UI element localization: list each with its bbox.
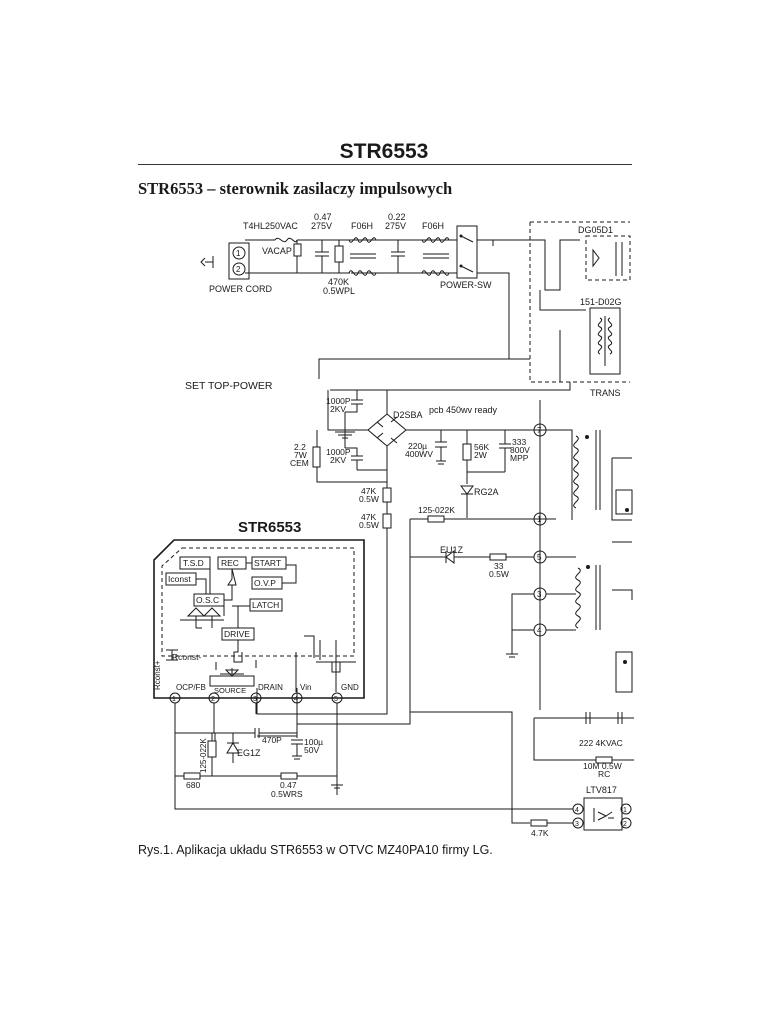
svg-text:POWER-SW: POWER-SW xyxy=(440,280,492,290)
svg-text:1000P: 1000P xyxy=(326,447,351,457)
svg-text:56K: 56K xyxy=(474,442,489,452)
svg-text:1: 1 xyxy=(172,696,176,703)
svg-text:7: 7 xyxy=(537,426,542,435)
power-cord-connector xyxy=(228,242,250,280)
svg-text:50V: 50V xyxy=(304,745,319,755)
title-rule xyxy=(138,164,632,165)
choke-2: F06H xyxy=(421,221,450,276)
svg-text:2.2: 2.2 xyxy=(294,442,306,452)
svg-text:4: 4 xyxy=(294,696,298,703)
svg-text:TRANS: TRANS xyxy=(590,388,621,398)
svg-text:D2SBA: D2SBA xyxy=(393,410,423,420)
svg-text:LTV817: LTV817 xyxy=(586,785,617,795)
svg-text:EG1Z: EG1Z xyxy=(237,748,261,758)
svg-text:F06H: F06H xyxy=(351,221,373,231)
svg-text:680: 680 xyxy=(186,780,200,790)
svg-text:EU1Z: EU1Z xyxy=(440,545,464,555)
svg-text:1: 1 xyxy=(537,515,542,524)
svg-text:SOURCE: SOURCE xyxy=(214,686,246,695)
fuse-label: T4HL250VAC xyxy=(243,221,298,231)
svg-text:275V: 275V xyxy=(385,221,406,231)
svg-text:5: 5 xyxy=(537,553,542,562)
fuse-symbol: T4HL250VAC xyxy=(243,221,298,243)
ic-str6553: T.S.D REC START Iconst O.V.P O.S.C LATCH… xyxy=(153,539,365,704)
svg-text:7W: 7W xyxy=(294,450,307,460)
svg-text:DRAIN: DRAIN xyxy=(258,683,283,692)
power-cord: 1 2 POWER CORD xyxy=(200,242,273,294)
svg-text:0.5W: 0.5W xyxy=(359,494,379,504)
svg-text:47K: 47K xyxy=(361,512,376,522)
page-title: STR6553 xyxy=(339,140,429,163)
svg-text:3: 3 xyxy=(253,696,257,703)
svg-text:0.47: 0.47 xyxy=(280,780,297,790)
svg-text:F06H: F06H xyxy=(422,221,444,231)
power-cord-label: POWER CORD xyxy=(209,284,273,294)
svg-text:RC: RC xyxy=(598,769,610,779)
power-switch: POWER-SW xyxy=(440,225,492,290)
svg-text:47K: 47K xyxy=(361,486,376,496)
svg-text:800V: 800V xyxy=(510,445,530,455)
svg-text:151-D02G: 151-D02G xyxy=(580,297,622,307)
svg-text:125-022K: 125-022K xyxy=(418,505,455,515)
svg-text:0.22: 0.22 xyxy=(388,212,406,222)
svg-text:Rconst+: Rconst+ xyxy=(153,660,162,690)
figure-caption: Rys.1. Aplikacja układu STR6553 w OTVC M… xyxy=(138,843,493,857)
choke-1: F06H xyxy=(348,221,377,276)
svg-text:4.7K: 4.7K xyxy=(531,828,549,838)
svg-text:0.5W: 0.5W xyxy=(489,569,509,579)
svg-text:1000P: 1000P xyxy=(326,396,351,406)
svg-text:0.5W: 0.5W xyxy=(359,520,379,530)
svg-text:125-022K: 125-022K xyxy=(199,738,208,773)
svg-text:Rconst-: Rconst- xyxy=(172,652,201,662)
svg-text:MPP: MPP xyxy=(510,453,529,463)
svg-text:470P: 470P xyxy=(262,735,282,745)
svg-text:470K: 470K xyxy=(328,277,349,287)
subtitle: STR6553 – sterownik zasilaczy impulsowyc… xyxy=(138,179,453,198)
svg-text:333: 333 xyxy=(512,437,526,447)
svg-text:10M 0.5W: 10M 0.5W xyxy=(583,761,622,771)
svg-text:4: 4 xyxy=(575,807,579,814)
svg-text:2W: 2W xyxy=(474,450,487,460)
svg-text:REC: REC xyxy=(221,558,239,568)
svg-text:222 4KVAC: 222 4KVAC xyxy=(579,738,623,748)
ic-name: STR6553 xyxy=(238,519,301,536)
svg-text:O.S.C: O.S.C xyxy=(196,595,219,605)
svg-text:0.5WRS: 0.5WRS xyxy=(271,789,303,799)
svg-text:VACAP: VACAP xyxy=(262,246,292,256)
svg-text:1: 1 xyxy=(623,807,627,814)
svg-text:220µ: 220µ xyxy=(408,441,427,451)
svg-text:CEM: CEM xyxy=(290,458,309,468)
cord-pin-1: 1 xyxy=(236,249,241,258)
svg-text:LATCH: LATCH xyxy=(252,600,279,610)
svg-text:5: 5 xyxy=(334,696,338,703)
svg-text:Vin: Vin xyxy=(300,683,311,692)
svg-text:275V: 275V xyxy=(311,221,332,231)
svg-text:O.V.P: O.V.P xyxy=(254,578,276,588)
svg-text:0.47: 0.47 xyxy=(314,212,332,222)
svg-text:2KV: 2KV xyxy=(330,404,346,414)
svg-text:START: START xyxy=(254,558,281,568)
svg-text:RG2A: RG2A xyxy=(474,487,499,497)
svg-text:400WV: 400WV xyxy=(405,449,433,459)
svg-text:T.S.D: T.S.D xyxy=(183,558,204,568)
svg-text:0.5WPL: 0.5WPL xyxy=(323,286,355,296)
svg-text:2: 2 xyxy=(623,821,627,828)
svg-text:33: 33 xyxy=(494,561,504,571)
svg-text:SET TOP-POWER: SET TOP-POWER xyxy=(185,380,273,392)
cord-pin-2: 2 xyxy=(236,265,241,274)
svg-text:pcb 450wv ready: pcb 450wv ready xyxy=(429,405,498,415)
svg-text:DRIVE: DRIVE xyxy=(224,629,250,639)
svg-text:100µ: 100µ xyxy=(304,737,323,747)
svg-text:GND: GND xyxy=(341,683,359,692)
svg-text:3: 3 xyxy=(537,590,542,599)
svg-text:4: 4 xyxy=(537,626,542,635)
svg-text:2: 2 xyxy=(211,696,215,703)
svg-text:2KV: 2KV xyxy=(330,455,346,465)
svg-text:DG05D1: DG05D1 xyxy=(578,225,613,235)
svg-text:OCP/FB: OCP/FB xyxy=(176,683,206,692)
svg-text:Iconst: Iconst xyxy=(168,574,191,584)
svg-text:3: 3 xyxy=(575,821,579,828)
